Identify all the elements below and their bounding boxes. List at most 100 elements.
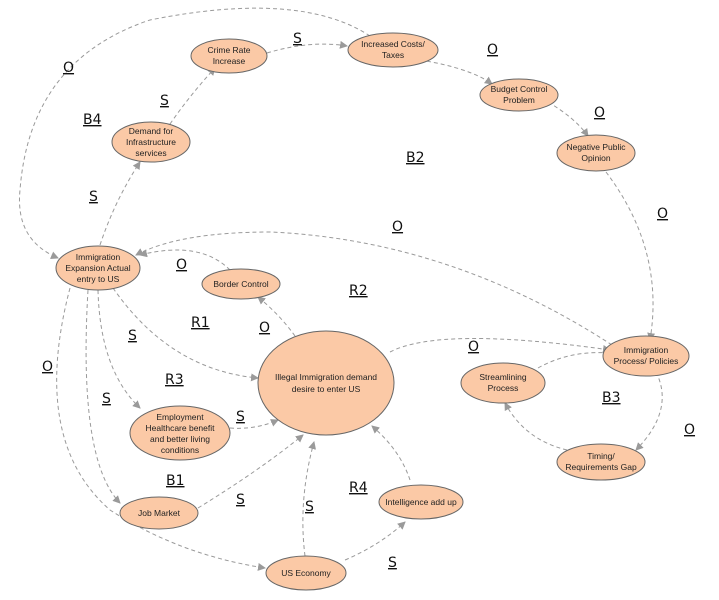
node-immigration-expansion: Immigration Expansion Actual entry to US [55, 245, 141, 291]
edge-illegal-to-process [389, 338, 611, 353]
polarity-expansion-to-employment: S [102, 391, 111, 407]
node-job-market-line1: Job Market [138, 508, 181, 518]
node-border-control: Border Control [201, 268, 281, 300]
edge-process-to-expansion [135, 231, 613, 346]
node-budget-control: Budget Control Problem [479, 78, 559, 112]
edge-border-to-expansion [139, 249, 231, 271]
node-intelligence: Intelligence add up [378, 484, 464, 520]
node-demand-infrastructure-line3: services [135, 148, 166, 158]
polarity-expansion-to-economy: O [42, 359, 53, 375]
node-crime-rate-line2: Increase [213, 56, 246, 66]
edge-budget-to-opinion [547, 101, 589, 137]
loop-b2: B2 [406, 150, 425, 166]
loop-labels: B4 B2 R2 R1 R3 B3 B1 R4 [83, 112, 621, 496]
polarity-expansion-to-demand: S [89, 189, 98, 205]
edge-opinion-to-process [605, 171, 656, 341]
polarity-illegal-to-process: O [468, 339, 479, 355]
node-job-market: Job Market [119, 496, 199, 530]
loop-r4: R4 [349, 480, 368, 496]
node-immigration-process: Immigration Process/ Policies [602, 335, 690, 377]
loop-b3: B3 [602, 390, 621, 406]
loop-b1: B1 [166, 473, 185, 489]
node-timing-gap-line1: Timing/ [587, 451, 615, 461]
polarity-labels: S O O O S S O O O O O O S S S O S S S [42, 31, 695, 571]
polarity-border-to-expansion: O [176, 257, 187, 273]
node-employment-line1: Employment [156, 412, 204, 422]
node-demand-infrastructure-line1: Demand for [129, 126, 174, 136]
node-streamlining: Streamlining Process [460, 362, 546, 404]
node-employment: Employment Healthcare benefit and better… [129, 405, 231, 461]
polarity-crime-to-costs: S [293, 31, 302, 47]
node-border-control-line1: Border Control [213, 279, 268, 289]
loop-r3: R3 [165, 372, 184, 388]
node-demand-infrastructure-line2: Infrastructure [126, 137, 176, 147]
node-us-economy-line1: US Economy [281, 568, 331, 578]
node-streamlining-line2: Process [488, 383, 519, 393]
edge-expansion-to-demand [99, 161, 141, 246]
polarity-demand-to-crime: S [160, 93, 169, 109]
polarity-economy-to-illegal: S [305, 499, 314, 515]
node-negative-opinion-line1: Negative Public [566, 142, 626, 152]
node-illegal-immigration-demand: Illegal Immigration demand desire to ent… [257, 330, 395, 436]
node-illegal-immigration-line2: desire to enter US [292, 384, 361, 394]
edge-costs-to-expansion [18, 7, 371, 259]
edges [18, 7, 663, 571]
polarity-process-to-expansion: O [392, 219, 403, 235]
polarity-costs-to-budget: O [487, 42, 498, 58]
node-budget-control-line2: Problem [503, 95, 535, 105]
edge-costs-to-budget [419, 59, 493, 85]
polarity-opinion-to-process: O [657, 206, 668, 222]
polarity-expansion-to-illegal: S [128, 328, 137, 344]
node-intelligence-line1: Intelligence add up [385, 497, 457, 507]
node-employment-line2: Healthcare benefit [146, 423, 216, 433]
node-us-economy: US Economy [265, 555, 347, 591]
node-timing-gap: Timing/ Requirements Gap [556, 443, 646, 481]
node-crime-rate-line1: Crime Rate [208, 45, 251, 55]
edge-jobmarket-to-illegal [197, 434, 304, 509]
node-immigration-expansion-line1: Immigration [76, 252, 121, 262]
polarity-jobmarket-to-illegal: S [236, 492, 245, 508]
node-immigration-expansion-line2: Expansion Actual [65, 263, 130, 273]
edge-expansion-to-illegal [112, 287, 259, 382]
polarity-budget-to-opinion: O [594, 105, 605, 121]
loop-r2: R2 [349, 283, 368, 299]
node-immigration-process-line2: Process/ Policies [614, 356, 679, 366]
polarity-illegal-to-border: O [259, 320, 270, 336]
node-employment-line3: and better living [150, 434, 210, 444]
loop-b4: B4 [83, 112, 102, 128]
node-negative-opinion-line2: Opinion [581, 153, 611, 163]
node-increased-costs-line2: Taxes [382, 50, 404, 60]
node-streamlining-line1: Streamlining [479, 372, 527, 382]
node-employment-line4: conditions [161, 445, 199, 455]
edge-timing-to-streamlining [504, 402, 568, 451]
node-increased-costs-line1: Increased Costs/ [361, 39, 425, 49]
node-timing-gap-line2: Requirements Gap [565, 462, 637, 472]
polarity-timing-to-process: O [684, 422, 695, 438]
polarity-costs-to-expansion: O [63, 60, 74, 76]
edge-intelligence-to-illegal [371, 425, 411, 481]
edge-expansion-to-economy [56, 287, 266, 571]
node-increased-costs: Increased Costs/ Taxes [347, 32, 439, 68]
edge-employment-to-illegal [229, 419, 279, 429]
node-immigration-expansion-line3: entry to US [77, 274, 120, 284]
loop-r1: R1 [191, 315, 210, 331]
node-negative-opinion: Negative Public Opinion [556, 134, 636, 172]
edge-demand-to-crime [169, 67, 216, 125]
node-budget-control-line1: Budget Control [491, 84, 548, 94]
edge-process-to-timing [635, 371, 663, 451]
edge-economy-to-illegal [302, 441, 316, 557]
node-crime-rate: Crime Rate Increase [190, 38, 268, 74]
edge-streamlining-to-process [537, 348, 611, 369]
node-illegal-immigration-line1: Illegal Immigration demand [275, 372, 377, 382]
edge-expansion-to-jobmarket [85, 289, 121, 504]
polarity-employment-to-illegal: S [236, 409, 245, 425]
edge-economy-to-intelligence [344, 521, 406, 561]
node-demand-infrastructure: Demand for Infrastructure services [111, 121, 191, 163]
edge-illegal-to-border [257, 296, 296, 337]
node-immigration-process-line1: Immigration [624, 345, 669, 355]
edge-expansion-to-employment [97, 289, 141, 409]
polarity-economy-to-intelligence: S [388, 555, 397, 571]
edge-crime-to-costs [266, 40, 348, 54]
